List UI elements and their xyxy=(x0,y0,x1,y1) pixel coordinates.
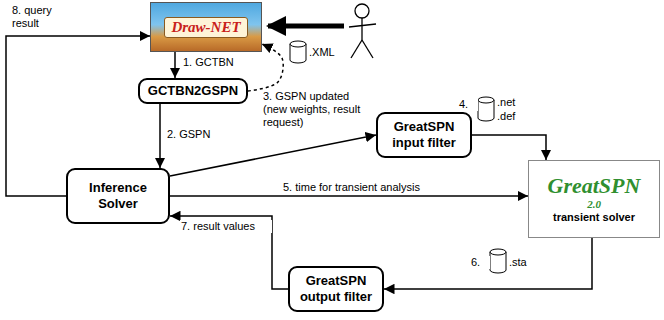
edge-label: 1. GCTBN xyxy=(182,56,264,69)
flow-arrow xyxy=(159,104,161,168)
flow-arrow xyxy=(174,52,176,78)
edge-label: 5. time for transient analysis xyxy=(282,181,454,194)
node-text: GCTBN2GSPN xyxy=(148,83,238,99)
node-text: Inference Solver xyxy=(74,180,162,212)
edge-label: 7. result values xyxy=(180,220,272,233)
flow-arrow xyxy=(170,195,528,197)
user-arrow xyxy=(268,24,344,29)
flow-arrow xyxy=(170,216,288,289)
edge-label: 8. query result xyxy=(12,4,74,30)
node-text: GreatSPN input filter xyxy=(384,119,464,151)
node-text: 2.0 xyxy=(587,198,601,210)
edge-label: 3. GSPN updated (new weights, result req… xyxy=(262,90,368,129)
node-text: Draw-NET xyxy=(164,17,247,38)
flow-arrow xyxy=(170,135,376,176)
edge-label: 4. xyxy=(458,98,478,111)
database-icon xyxy=(490,249,506,273)
node-text: GreatSPN output filter xyxy=(296,273,376,305)
file-label: .net xyxy=(497,96,515,109)
edge-label: 2. GSPN xyxy=(166,128,238,141)
file-label: .XML xyxy=(309,46,335,59)
process-box: GCTBN2GSPN xyxy=(138,78,248,104)
flow-arrow xyxy=(472,135,546,160)
database-icon xyxy=(290,41,306,63)
flow-arrow xyxy=(384,238,592,289)
process-box: GreatSPN input filter xyxy=(376,112,472,158)
database-icon xyxy=(478,97,494,121)
edge-label: 6. xyxy=(470,256,490,269)
file-label: .def xyxy=(497,110,515,123)
node-text: transient solver xyxy=(553,210,635,224)
process-box: Inference Solver xyxy=(66,168,170,224)
file-label: .sta xyxy=(509,256,527,269)
logo-box: Draw-NET xyxy=(150,2,262,52)
node-text: GreatSPN xyxy=(548,174,641,198)
logo-box: GreatSPN2.0transient solver xyxy=(528,160,660,238)
process-box: GreatSPN output filter xyxy=(288,266,384,312)
user-figure xyxy=(349,4,376,58)
